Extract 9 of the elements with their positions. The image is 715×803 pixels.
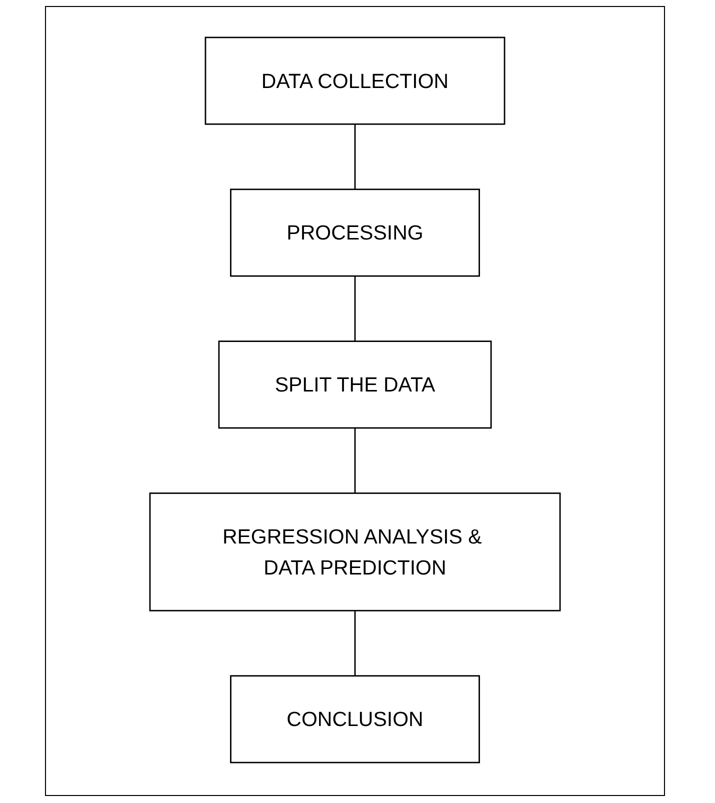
node-box: CONCLUSION <box>230 675 480 764</box>
node-box: DATA COLLECTION <box>204 36 506 125</box>
connector <box>354 276 356 342</box>
node-box: SPLIT THE DATA <box>218 340 492 429</box>
node-box: REGRESSION ANALYSIS & DATA PREDICTION <box>149 492 561 612</box>
connector <box>354 610 356 676</box>
connector <box>354 124 356 190</box>
connector <box>354 428 356 494</box>
node-box: PROCESSING <box>230 188 480 277</box>
